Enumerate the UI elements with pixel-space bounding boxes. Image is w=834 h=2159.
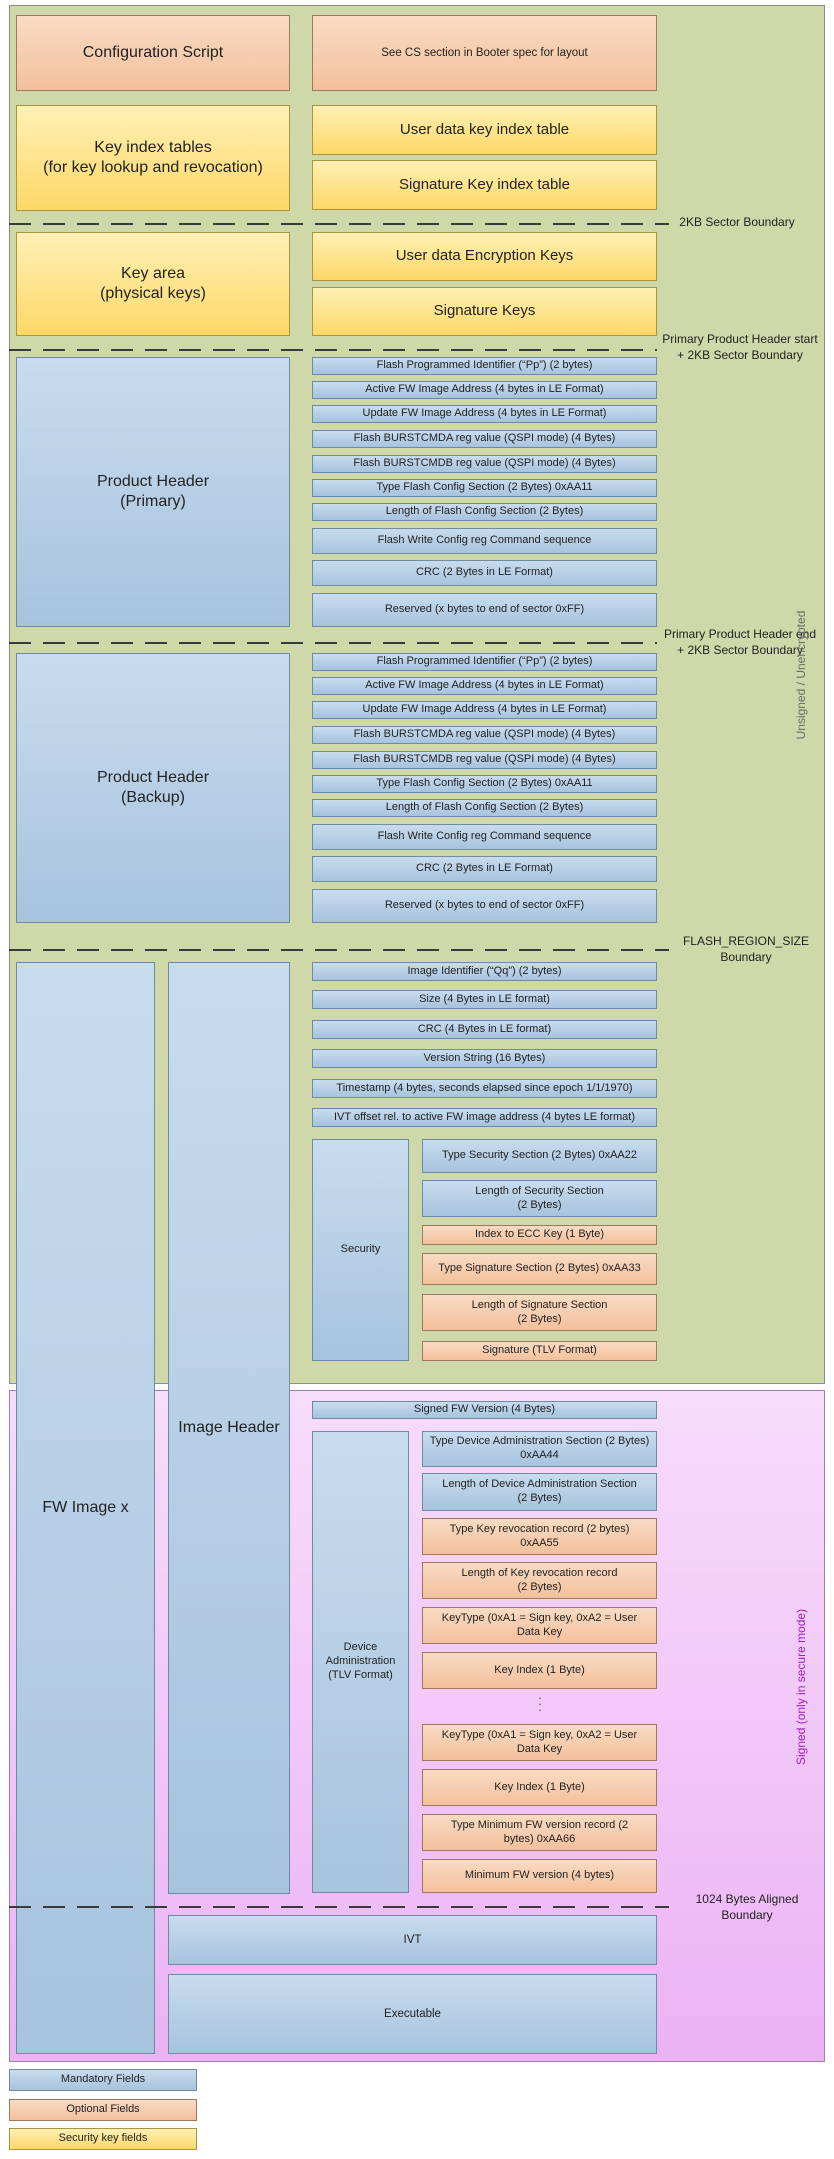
- device-admin-field-8: Type Minimum FW version record (2 bytes)…: [422, 1814, 657, 1851]
- key-area-box: Key area (physical keys): [16, 232, 290, 336]
- security-section-box: Security: [312, 1139, 409, 1361]
- product-header-field-9: Reserved (x bytes to end of sector 0xFF): [312, 889, 657, 923]
- ellipsis-vertical: ...: [538, 1688, 542, 1714]
- product-header-field-9: Reserved (x bytes to end of sector 0xFF): [312, 593, 657, 627]
- signed-fw-version-box: Signed FW Version (4 Bytes): [312, 1401, 657, 1419]
- product-header-field-4: Flash BURSTCMDB reg value (QSPI mode) (4…: [312, 455, 657, 473]
- product-header-field-2: Update FW Image Address (4 bytes in LE F…: [312, 701, 657, 719]
- sector-2kb-boundary-line: [9, 223, 669, 225]
- signature-key-index-table-box: Signature Key index table: [312, 160, 657, 210]
- product-header-field-0: Flash Programmed Identifier (“Pp”) (2 by…: [312, 357, 657, 375]
- legend-security-key-fields: Security key fields: [9, 2128, 197, 2150]
- product-header-primary-box: Product Header (Primary): [16, 357, 290, 627]
- primary-start-boundary-label: Primary Product Header start + 2KB Secto…: [662, 332, 818, 362]
- product-header-field-3: Flash BURSTCMDA reg value (QSPI mode) (4…: [312, 726, 657, 744]
- aligned-1024-boundary-label: 1024 Bytes Aligned Boundary: [695, 1892, 799, 1922]
- product-header-field-6: Length of Flash Config Section (2 Bytes): [312, 503, 657, 521]
- key-index-tables-box: Key index tables (for key lookup and rev…: [16, 105, 290, 211]
- legend-mandatory-fields: Mandatory Fields: [9, 2069, 197, 2091]
- unsigned-unencrypted-label: Unsigned / Unencrypted: [794, 610, 808, 740]
- device-admin-field-2: Type Key revocation record (2 bytes) 0xA…: [422, 1518, 657, 1555]
- product-header-field-1: Active FW Image Address (4 bytes in LE F…: [312, 381, 657, 399]
- device-admin-field-5: Key Index (1 Byte): [422, 1652, 657, 1689]
- device-admin-field-7: Key Index (1 Byte): [422, 1769, 657, 1806]
- security-field-4: Length of Signature Section (2 Bytes): [422, 1294, 657, 1331]
- image-header-field-0: Image Identifier (“Qq”) (2 bytes): [312, 962, 657, 981]
- legend-optional-fields: Optional Fields: [9, 2099, 197, 2121]
- image-header-field-4: Timestamp (4 bytes, seconds elapsed sinc…: [312, 1079, 657, 1098]
- image-header-field-1: Size (4 Bytes in LE format): [312, 990, 657, 1009]
- primary-end-boundary-label: Primary Product Header end + 2KB Sector …: [663, 627, 817, 657]
- configuration-script-box: Configuration Script: [16, 15, 290, 91]
- product-header-field-8: CRC (2 Bytes in LE Format): [312, 856, 657, 882]
- primary-end-boundary-line: [9, 642, 657, 644]
- image-header-field-5: IVT offset rel. to active FW image addre…: [312, 1108, 657, 1127]
- image-header-field-2: CRC (4 Bytes in LE format): [312, 1020, 657, 1039]
- device-admin-field-0: Type Device Administration Section (2 By…: [422, 1431, 657, 1467]
- security-field-2: Index to ECC Key (1 Byte): [422, 1225, 657, 1245]
- product-header-field-5: Type Flash Config Section (2 Bytes) 0xAA…: [312, 775, 657, 793]
- ivt-box: IVT: [168, 1915, 657, 1965]
- product-header-field-0: Flash Programmed Identifier (“Pp”) (2 by…: [312, 653, 657, 671]
- product-header-backup-box: Product Header (Backup): [16, 653, 290, 923]
- product-header-field-2: Update FW Image Address (4 bytes in LE F…: [312, 405, 657, 423]
- flash-region-boundary-label: FLASH_REGION_SIZE Boundary: [682, 934, 810, 964]
- sector-2kb-boundary-label: 2KB Sector Boundary: [679, 215, 795, 229]
- device-admin-field-1: Length of Device Administration Section …: [422, 1473, 657, 1511]
- aligned-1024-boundary-line: [9, 1906, 669, 1908]
- flash-region-boundary-line: [9, 949, 669, 951]
- executable-box: Executable: [168, 1974, 657, 2054]
- product-header-field-8: CRC (2 Bytes in LE Format): [312, 560, 657, 586]
- device-admin-field-6: KeyType (0xA1 = Sign key, 0xA2 = User Da…: [422, 1724, 657, 1761]
- security-field-5: Signature (TLV Format): [422, 1341, 657, 1361]
- product-header-field-4: Flash BURSTCMDB reg value (QSPI mode) (4…: [312, 751, 657, 769]
- user-data-encryption-keys-box: User data Encryption Keys: [312, 232, 657, 281]
- product-header-field-6: Length of Flash Config Section (2 Bytes): [312, 799, 657, 817]
- security-field-1: Length of Security Section (2 Bytes): [422, 1180, 657, 1217]
- product-header-field-5: Type Flash Config Section (2 Bytes) 0xAA…: [312, 479, 657, 497]
- primary-start-boundary-line: [9, 349, 657, 351]
- image-header-box: Image Header: [168, 962, 290, 1894]
- user-data-key-index-table-box: User data key index table: [312, 105, 657, 155]
- device-admin-field-3: Length of Key revocation record (2 Bytes…: [422, 1562, 657, 1599]
- signed-secure-mode-label: Signed (only in secure mode): [794, 1608, 808, 1765]
- device-administration-box: Device Administration (TLV Format): [312, 1431, 409, 1893]
- product-header-field-7: Flash Write Config reg Command sequence: [312, 528, 657, 554]
- fw-image-box: FW Image x: [16, 962, 155, 2054]
- product-header-field-1: Active FW Image Address (4 bytes in LE F…: [312, 677, 657, 695]
- config-script-note-box: See CS section in Booter spec for layout: [312, 15, 657, 91]
- image-header-field-3: Version String (16 Bytes): [312, 1049, 657, 1068]
- security-field-3: Type Signature Section (2 Bytes) 0xAA33: [422, 1253, 657, 1285]
- device-admin-field-9: Minimum FW version (4 bytes): [422, 1859, 657, 1893]
- product-header-field-7: Flash Write Config reg Command sequence: [312, 824, 657, 850]
- security-field-0: Type Security Section (2 Bytes) 0xAA22: [422, 1139, 657, 1173]
- signature-keys-box: Signature Keys: [312, 287, 657, 336]
- product-header-field-3: Flash BURSTCMDA reg value (QSPI mode) (4…: [312, 430, 657, 448]
- device-admin-field-4: KeyType (0xA1 = Sign key, 0xA2 = User Da…: [422, 1607, 657, 1644]
